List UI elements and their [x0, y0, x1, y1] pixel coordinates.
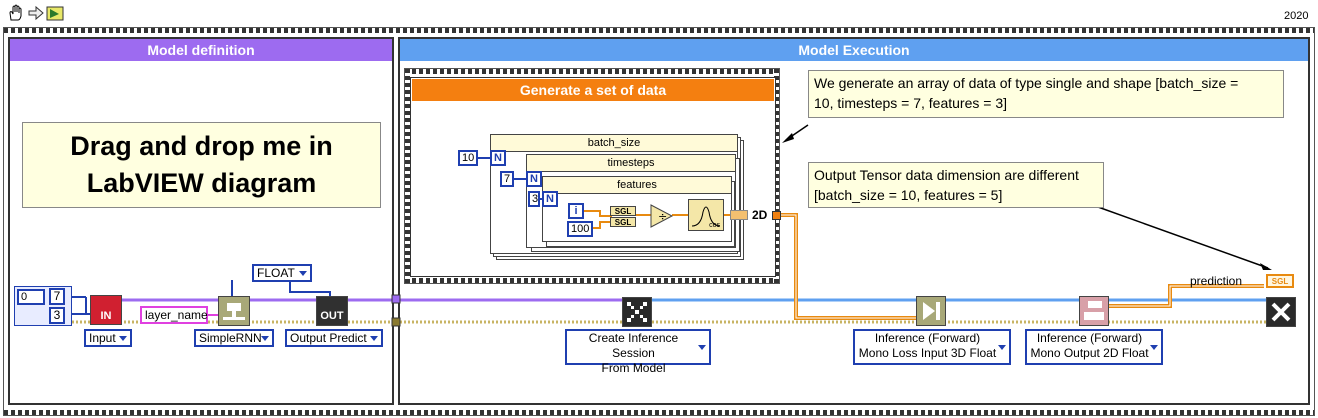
layer-icon — [223, 303, 245, 320]
prediction-label: prediction — [1190, 274, 1243, 288]
float-enum[interactable]: FLOAT — [252, 264, 312, 282]
simplernn-node[interactable] — [218, 296, 250, 326]
cos-node[interactable]: cos — [688, 199, 724, 231]
to-sgl-node-2[interactable]: SGL — [610, 217, 636, 227]
output-tensor-note-line1: Output Tensor data dimension are differe… — [814, 167, 1079, 183]
batch-size-terminal: N — [490, 150, 506, 166]
output-selector-value: Output Predict — [290, 331, 367, 345]
drag-drop-note-line1: Drag and drop me in — [70, 131, 333, 161]
forward-2d-line2: Mono Output 2D Float — [1030, 346, 1149, 360]
input-selector-value: Input — [89, 331, 116, 345]
chevron-down-icon — [698, 345, 706, 350]
session-icon — [627, 302, 647, 322]
chevron-down-icon — [299, 271, 307, 276]
loop-timesteps-label: timesteps — [527, 155, 735, 172]
cos-label: cos — [709, 222, 720, 229]
version-label: 2020 — [1284, 10, 1309, 22]
float-enum-value: FLOAT — [257, 266, 295, 280]
forward-2d-line1: Inference (Forward) — [1036, 331, 1143, 345]
play-step-icon — [923, 302, 940, 320]
layer-name-constant[interactable]: layer_name — [140, 306, 208, 324]
layers-icon — [1084, 301, 1104, 320]
timesteps-count[interactable]: 7 — [500, 171, 514, 187]
forward-2d-selector[interactable]: Inference (Forward) Mono Output 2D Float — [1025, 329, 1163, 365]
divide-node[interactable]: ÷ — [650, 204, 674, 228]
model-definition-header: Model definition — [10, 39, 392, 61]
chevron-down-icon — [1150, 345, 1158, 350]
create-session-line2: From Model — [601, 361, 666, 375]
array-tunnel-right — [772, 211, 781, 220]
forward-3d-selector[interactable]: Inference (Forward) Mono Loss Input 3D F… — [853, 329, 1011, 365]
output-tensor-note: Output Tensor data dimension are differe… — [808, 162, 1104, 208]
data-array-note-line2: 10, timesteps = 7, features = 3] — [814, 95, 1007, 111]
chevron-down-icon — [998, 345, 1006, 350]
release-session-node[interactable] — [1266, 297, 1296, 327]
model-execution-header: Model Execution — [400, 39, 1308, 61]
output-dim-label: 2D — [752, 208, 768, 222]
array-value-0[interactable]: 7 — [49, 288, 65, 305]
simplernn-selector[interactable]: SimpleRNN — [194, 329, 274, 347]
input-node[interactable]: IN — [90, 295, 122, 325]
features-count[interactable]: 3 — [528, 191, 540, 207]
layer-name-value: layer_name — [145, 308, 208, 322]
to-sgl-label-2: SGL — [614, 218, 632, 227]
loop-batch-size-label: batch_size — [491, 135, 737, 152]
loop-features-label: features — [543, 177, 731, 194]
timesteps-terminal: N — [526, 171, 542, 187]
generate-data-header: Generate a set of data — [412, 79, 774, 101]
to-sgl-label-1: SGL — [614, 207, 632, 216]
bell-curve-icon — [691, 206, 721, 227]
output-selector[interactable]: Output Predict — [285, 329, 383, 347]
to-sgl-node-1[interactable]: SGL — [610, 206, 636, 216]
chevron-down-icon — [119, 336, 127, 341]
forward-3d-line2: Mono Loss Input 3D Float — [858, 346, 997, 360]
array-constant[interactable]: 0 7 3 — [14, 286, 72, 326]
run-highlight-icon[interactable] — [46, 4, 64, 22]
forward-3d-line1: Inference (Forward) — [874, 331, 981, 345]
drag-drop-note: Drag and drop me in LabVIEW diagram — [22, 122, 381, 208]
data-array-note-line1: We generate an array of data of type sin… — [814, 75, 1239, 91]
create-session-selector[interactable]: Create Inference Session From Model — [565, 329, 711, 375]
array-output-tunnel — [730, 210, 748, 220]
input-node-label: IN — [100, 310, 112, 322]
prediction-indicator[interactable]: SGL — [1266, 274, 1294, 288]
create-session-node[interactable] — [622, 297, 652, 327]
simplernn-selector-value: SimpleRNN — [199, 331, 262, 345]
output-node-label: OUT — [320, 310, 344, 322]
svg-text:÷: ÷ — [658, 210, 667, 223]
divisor-constant[interactable]: 100 — [567, 221, 593, 237]
output-node[interactable]: OUT — [316, 296, 348, 326]
chevron-down-icon — [261, 336, 269, 341]
forward-3d-node[interactable] — [916, 296, 946, 326]
create-session-line1: Create Inference Session — [588, 331, 679, 360]
arrow-right-icon[interactable] — [27, 4, 45, 22]
array-value-1[interactable]: 3 — [49, 307, 65, 324]
batch-size-count[interactable]: 10 — [458, 150, 478, 166]
close-icon — [1271, 302, 1291, 322]
output-tensor-note-line2: [batch_size = 10, features = 5] — [814, 187, 1003, 203]
drag-drop-note-line2: LabVIEW diagram — [86, 168, 317, 198]
iteration-terminal: i — [568, 203, 584, 219]
array-index[interactable]: 0 — [17, 289, 45, 305]
forward-2d-node[interactable] — [1079, 296, 1109, 326]
input-selector[interactable]: Input — [84, 329, 132, 347]
chevron-down-icon — [370, 336, 378, 341]
features-terminal: N — [542, 191, 558, 207]
prediction-indicator-type: SGL — [1271, 277, 1289, 286]
hand-icon[interactable] — [6, 4, 24, 22]
data-array-note: We generate an array of data of type sin… — [808, 70, 1284, 118]
